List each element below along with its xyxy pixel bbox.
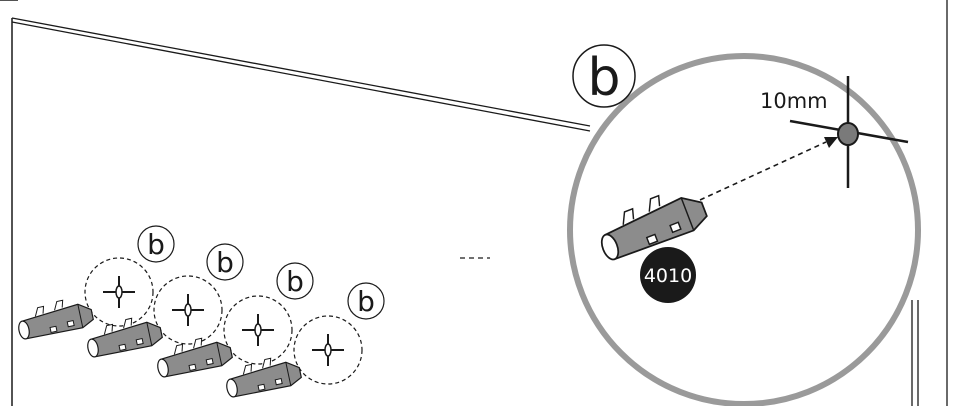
marker-letter: b (147, 228, 165, 261)
wall-marker-1: b (14, 225, 175, 342)
insertion-arrow-icon (699, 137, 838, 201)
part-number-badge (640, 247, 696, 303)
wall-marker-3: b (153, 262, 314, 380)
detail-callout: b 10mm 4010 (567, 44, 921, 407)
wall-anchor-icon (153, 332, 235, 380)
callout-letter: b (587, 48, 620, 108)
drill-point-icon (789, 76, 909, 188)
wall-marker-group: b b b b (14, 225, 385, 400)
marker-letter: b (286, 265, 304, 298)
wall-anchor-icon (14, 294, 96, 342)
wall-anchor-icon (222, 352, 304, 400)
marker-letter: b (357, 285, 375, 318)
drill-crosshair-icon (311, 333, 345, 367)
wall-outline (0, 0, 948, 406)
drill-crosshair-icon (241, 313, 275, 347)
wall-marker-4: b (222, 282, 385, 400)
drill-crosshair-icon (171, 293, 205, 327)
wall-marker-2: b (83, 243, 244, 360)
part-number: 4010 (644, 265, 692, 287)
wall-anchor-icon (83, 312, 165, 360)
drill-diameter-label: 10mm (760, 89, 828, 113)
marker-letter: b (216, 246, 234, 279)
drill-crosshair-icon (102, 275, 136, 309)
callout-letter-badge (572, 44, 636, 108)
